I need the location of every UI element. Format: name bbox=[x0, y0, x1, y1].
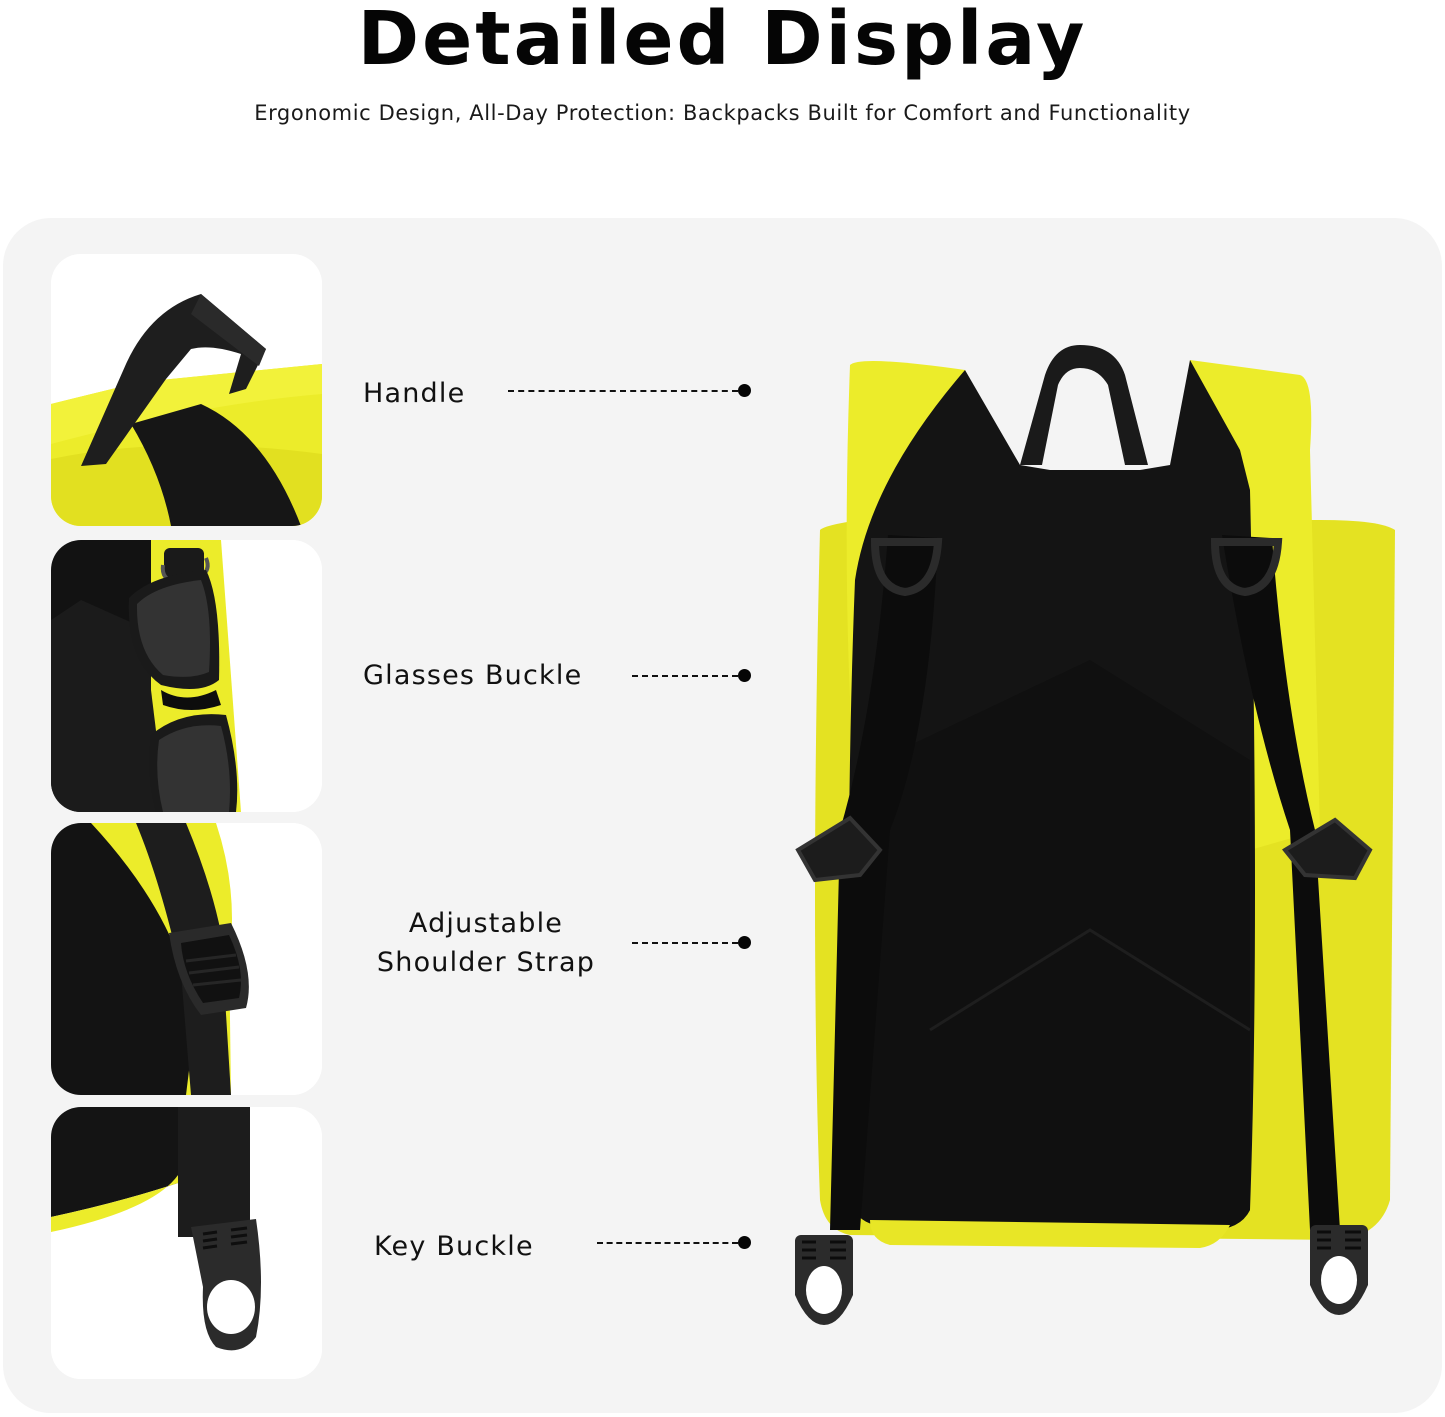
page-title: Detailed Display bbox=[357, 0, 1088, 82]
feature-label-shoulder-strap-line1: Adjustable bbox=[408, 908, 564, 939]
shoulder-strap-thumbnail bbox=[51, 823, 322, 1095]
shoulder-strap-pointer-dot bbox=[738, 936, 751, 949]
key-buckle-leader-line bbox=[597, 1242, 738, 1244]
glasses-buckle-thumbnail bbox=[51, 540, 322, 812]
handle-pointer-dot bbox=[738, 384, 751, 397]
page-subtitle: Ergonomic Design, All-Day Protection: Ba… bbox=[254, 101, 1191, 125]
feature-label-handle: Handle bbox=[363, 378, 466, 409]
glasses-buckle-closeup-image bbox=[51, 540, 322, 812]
key-buckle-pointer-dot bbox=[738, 1236, 751, 1249]
glasses-buckle-leader-line bbox=[632, 675, 738, 677]
glasses-buckle-pointer-dot bbox=[738, 669, 751, 682]
shoulder-strap-closeup-image bbox=[51, 823, 322, 1095]
backpack-hero-image bbox=[780, 330, 1420, 1340]
shoulder-strap-leader-line bbox=[632, 942, 738, 944]
key-buckle-thumbnail bbox=[51, 1107, 322, 1379]
handle-closeup-image bbox=[51, 254, 322, 526]
key-buckle-closeup-image bbox=[51, 1107, 322, 1379]
feature-label-key-buckle: Key Buckle bbox=[374, 1231, 534, 1262]
feature-label-glasses-buckle: Glasses Buckle bbox=[363, 660, 583, 691]
handle-thumbnail bbox=[51, 254, 322, 526]
feature-label-shoulder-strap: Adjustable Shoulder Strap bbox=[360, 904, 612, 982]
handle-leader-line bbox=[508, 390, 738, 392]
feature-label-shoulder-strap-line2: Shoulder Strap bbox=[376, 947, 596, 978]
yellow-backpack-back-view bbox=[795, 345, 1395, 1325]
